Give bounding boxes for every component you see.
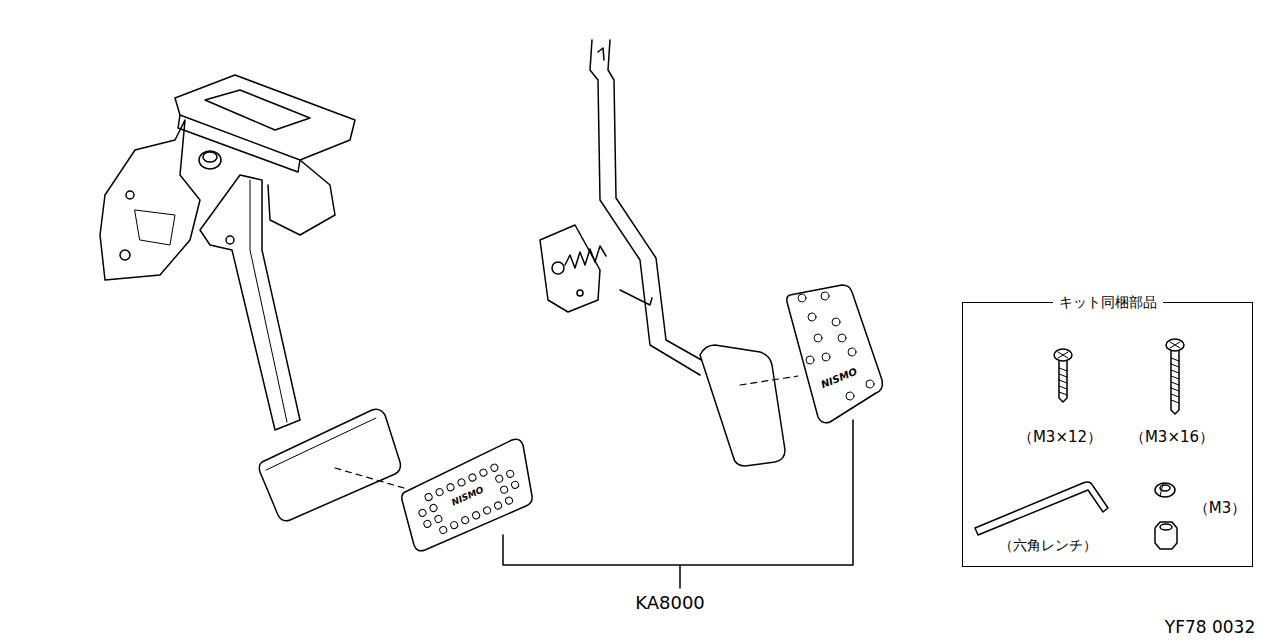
drawing-stroke	[848, 348, 856, 356]
drawing-stroke	[205, 90, 310, 130]
drawing-stroke	[1166, 339, 1184, 351]
drawing-stroke	[798, 292, 874, 400]
drawing-stroke	[268, 160, 335, 235]
drawing-stroke	[1155, 483, 1175, 497]
drawing-stroke	[1170, 342, 1180, 348]
drawing-stroke	[1054, 349, 1072, 361]
drawing-stroke	[1155, 522, 1177, 549]
drawing-stroke	[1171, 351, 1179, 414]
drawing-stroke	[808, 313, 816, 321]
part-spec: （M3×12）	[1018, 429, 1102, 446]
drawing-stroke	[335, 468, 404, 488]
part-name: （六角レンチ）	[999, 538, 1097, 553]
drawing-stroke	[461, 516, 470, 525]
drawing-stroke	[822, 353, 830, 361]
part-spec: （M3×16）	[1130, 429, 1214, 446]
drawing-stroke	[423, 519, 432, 528]
drawing-stroke	[540, 225, 600, 312]
drawing-stroke	[439, 525, 448, 534]
drawing-stroke	[418, 508, 427, 517]
drawing-stroke	[100, 120, 200, 280]
drawing-stroke	[203, 152, 217, 162]
clutch-pedal-assembly	[100, 75, 532, 551]
drawing-stroke	[413, 458, 525, 539]
drawing-stroke	[846, 392, 854, 400]
drawing-stroke	[472, 511, 481, 520]
drawing-stroke	[1171, 358, 1179, 403]
drawing-stroke	[226, 236, 234, 244]
drawing-stroke	[126, 191, 134, 199]
drawing-stroke	[598, 48, 604, 60]
drawing-stroke	[975, 482, 1108, 535]
drawing-stroke	[259, 409, 400, 521]
drawing-stroke	[806, 356, 814, 364]
drawing-stroke	[1160, 484, 1163, 496]
drawing-stroke	[552, 262, 564, 274]
drawing-stroke	[577, 290, 583, 296]
accelerator-pedal-assembly	[540, 40, 882, 466]
drawing-stroke	[1059, 368, 1067, 395]
drawing-stroke	[1058, 352, 1068, 358]
drawing-stroke	[493, 501, 502, 510]
drawing-stroke	[740, 376, 798, 385]
drawing-stroke	[700, 345, 785, 466]
drawing-stroke	[200, 175, 300, 430]
part-number: KA8000	[635, 593, 705, 613]
drawing-stroke	[429, 503, 438, 512]
drawing-stroke	[866, 380, 874, 388]
drawing-stroke	[490, 463, 499, 472]
drawing-stroke	[620, 290, 652, 305]
drawing-stroke	[590, 40, 700, 375]
part-spec: （M3）	[1194, 500, 1247, 517]
drawing-stroke	[565, 246, 606, 268]
drawing-stroke	[814, 334, 822, 342]
drawing-stroke	[446, 483, 455, 492]
drawing-stroke	[1160, 524, 1172, 530]
drawing-stroke	[838, 334, 846, 342]
drawing-stroke	[608, 40, 705, 362]
drawing-stroke	[250, 180, 287, 422]
drawing-stroke	[457, 478, 466, 487]
drawing-stroke	[266, 418, 376, 470]
drawing-stroke	[1059, 361, 1067, 402]
drawing-stroke	[798, 294, 806, 302]
drawing-stroke	[506, 469, 515, 478]
drawing-stroke	[482, 506, 491, 515]
drawing-stroke	[135, 210, 175, 245]
drawing-stroke	[402, 439, 532, 551]
drawing-stroke	[178, 115, 300, 172]
drawing-stroke	[495, 474, 504, 483]
drawing-stroke	[832, 318, 840, 326]
figure-code: YF78 0032	[1165, 618, 1255, 637]
drawing-stroke	[435, 488, 444, 497]
drawing-stroke	[120, 250, 130, 260]
drawing-stroke	[504, 496, 513, 505]
drawing-stroke	[434, 514, 443, 523]
drawing-stroke	[510, 480, 519, 489]
drawing-stroke	[787, 285, 883, 423]
drawing-stroke	[500, 485, 509, 494]
box-heading: キット同梱部品	[1053, 294, 1163, 312]
drawing-stroke	[175, 75, 355, 160]
drawing-stroke	[199, 151, 221, 169]
drawing-stroke	[821, 292, 829, 300]
drawing-stroke	[450, 520, 459, 529]
part-bracket	[503, 420, 853, 588]
drawing-stroke	[479, 468, 488, 477]
drawing-stroke	[424, 492, 433, 501]
drawing-stroke	[468, 473, 477, 482]
